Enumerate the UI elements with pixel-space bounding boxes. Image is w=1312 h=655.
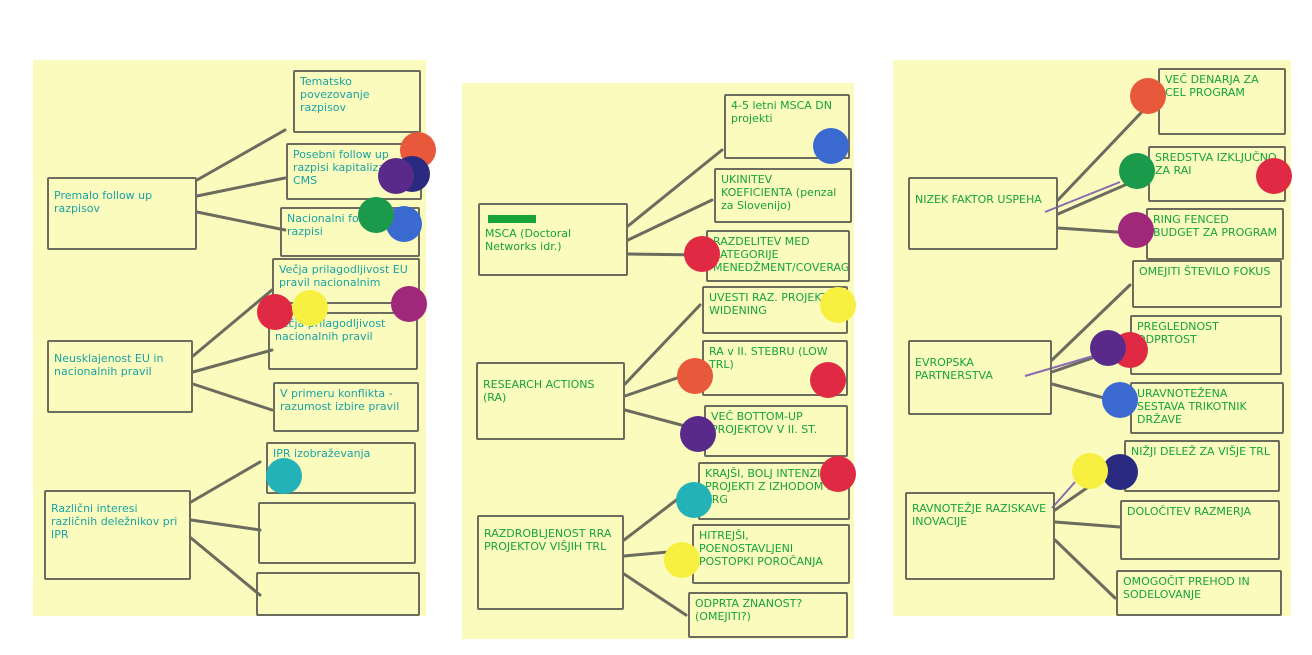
dot-sticker-yellow <box>292 290 328 326</box>
root-node-1-text: Premalo follow up razpisov <box>54 189 153 215</box>
dot-sticker-red <box>810 362 846 398</box>
sheet-1 <box>33 60 426 616</box>
leaf-node-26: DOLOČITEV RAZMERJA <box>1120 500 1280 560</box>
leaf-node-27-text: OMOGOČIT PREHOD IN SODELOVANJE <box>1123 575 1250 601</box>
leaf-node-26-text: DOLOČITEV RAZMERJA <box>1127 505 1252 518</box>
root-node-5: RESEARCH ACTIONS (RA) <box>476 362 625 440</box>
dot-sticker-teal <box>676 482 712 518</box>
leaf-node-22: OMEJITI ŠTEVILO FOKUS <box>1132 260 1282 308</box>
leaf-node-24-text: URAVNOTEŽENA SESTAVA TRIKOTNIK DRŽAVE <box>1137 387 1247 426</box>
root-node-9-text: RAVNOTEŽJE RAZISKAVE INOVACIJE <box>912 502 1047 528</box>
root-node-7: NIZEK FAKTOR USPEHA <box>908 177 1058 250</box>
leaf-node-4: Večja prilagodljivost EU pravil nacional… <box>272 258 420 304</box>
leaf-node-17-text: HITREJŠI, POENOSTAVLJENI POSTOPKI POROČA… <box>699 529 823 568</box>
leaf-node-18-text: ODPRTA ZNANOST? (OMEJITI?) <box>695 597 803 623</box>
root-node-4-text: MSCA (Doctoral Networks idr.) <box>485 227 572 253</box>
leaf-node-11-text: UKINITEV KOEFICIENTA (penzal za Slovenij… <box>721 173 837 212</box>
leaf-node-2-text: Posebni follow up razpisi kapitalizacije… <box>293 148 404 187</box>
dot-sticker-yellow <box>820 287 856 323</box>
dot-sticker-purple <box>378 158 414 194</box>
leaf-node-21: RING FENCED BUDGET ZA PROGRAM <box>1146 208 1284 260</box>
leaf-node-9 <box>256 572 420 616</box>
root-node-5-text: RESEARCH ACTIONS (RA) <box>483 378 595 404</box>
leaf-node-22-text: OMEJITI ŠTEVILO FOKUS <box>1139 265 1271 278</box>
root-node-3: Različni interesi različnih deležnikov p… <box>44 490 191 580</box>
root-node-8: EVROPSKA PARTNERSTVA <box>908 340 1052 415</box>
root-node-8-text: EVROPSKA PARTNERSTVA <box>915 356 993 382</box>
root-node-2: Neusklajenost EU in nacionalnih pravil <box>47 340 193 413</box>
leaf-node-23: PREGLEDNOST ODPRTOST <box>1130 315 1282 375</box>
leaf-node-15: VEČ BOTTOM-UP PROJEKTOV V II. ST. <box>704 405 848 457</box>
dot-sticker-magenta <box>1118 212 1154 248</box>
dot-sticker-yellow <box>1072 453 1108 489</box>
dot-sticker-red <box>684 236 720 272</box>
leaf-node-15-text: VEČ BOTTOM-UP PROJEKTOV V II. ST. <box>711 410 818 436</box>
root-node-3-text: Različni interesi različnih deležnikov p… <box>51 502 178 541</box>
dot-sticker-red <box>820 456 856 492</box>
leaf-node-25-text: NIŽJI DELEŽ ZA VIŠJE TRL <box>1131 445 1271 458</box>
dot-sticker-teal <box>266 458 302 494</box>
leaf-node-4-text: Večja prilagodljivost EU pravil nacional… <box>279 263 408 289</box>
dot-sticker-navy <box>1102 454 1138 490</box>
root-node-9: RAVNOTEŽJE RAZISKAVE INOVACIJE <box>905 492 1055 580</box>
root-node-4: MSCA (Doctoral Networks idr.) <box>478 203 628 276</box>
dot-sticker-green <box>358 197 394 233</box>
dot-sticker-magenta <box>391 286 427 322</box>
leaf-node-27: OMOGOČIT PREHOD IN SODELOVANJE <box>1116 570 1282 616</box>
leaf-node-10: 4-5 letni MSCA DN projekti <box>724 94 850 159</box>
leaf-node-24: URAVNOTEŽENA SESTAVA TRIKOTNIK DRŽAVE <box>1130 382 1284 434</box>
leaf-node-21-text: RING FENCED BUDGET ZA PROGRAM <box>1153 213 1277 239</box>
dot-sticker-red <box>1256 158 1292 194</box>
leaf-node-11: UKINITEV KOEFICIENTA (penzal za Slovenij… <box>714 168 852 223</box>
leaf-node-12-text: RAZDELITEV MED KATEGORIJE MENEDŽMENT/COV… <box>713 235 850 274</box>
dot-sticker-blue <box>1102 382 1138 418</box>
leaf-node-20-text: SREDSTVA IZKLJUČNO ZA RAI <box>1155 151 1277 177</box>
leaf-node-14-text: RA v II. STEBRU (LOW TRL) <box>709 345 828 371</box>
root-node-7-text: NIZEK FAKTOR USPEHA <box>915 193 1042 206</box>
leaf-node-18: ODPRTA ZNANOST? (OMEJITI?) <box>688 592 848 638</box>
dot-sticker-red <box>257 294 293 330</box>
leaf-node-13: UVESTI RAZ. PROJEKTE WIDENING <box>702 286 848 334</box>
dot-sticker-purple <box>680 416 716 452</box>
leaf-node-5-text: Večja prilagodljivost nacionalnih pravil <box>275 317 386 343</box>
leaf-node-17: HITREJŠI, POENOSTAVLJENI POSTOPKI POROČA… <box>692 524 850 584</box>
dot-sticker-orange <box>1130 78 1166 114</box>
leaf-node-6: V primeru konflikta - razumost izbire pr… <box>273 382 419 432</box>
dot-sticker-orange <box>677 358 713 394</box>
sheet-2 <box>462 83 854 639</box>
highlight-bar <box>488 215 536 223</box>
leaf-node-10-text: 4-5 letni MSCA DN projekti <box>731 99 832 125</box>
leaf-node-7-text: IPR izobraževanja <box>273 447 371 460</box>
leaf-node-13-text: UVESTI RAZ. PROJEKTE WIDENING <box>709 291 835 317</box>
leaf-node-23-text: PREGLEDNOST ODPRTOST <box>1137 320 1219 346</box>
leaf-node-19: VEČ DENARJA ZA CEL PROGRAM <box>1158 68 1286 135</box>
dot-sticker-green <box>1119 153 1155 189</box>
leaf-node-8 <box>258 502 416 564</box>
root-node-6-text: RAZDROBLJENOST RRA PROJEKTOV VIŠJIH TRL <box>484 527 612 553</box>
leaf-node-19-text: VEČ DENARJA ZA CEL PROGRAM <box>1165 73 1259 99</box>
root-node-2-text: Neusklajenost EU in nacionalnih pravil <box>54 352 164 378</box>
dot-sticker-purple <box>1090 330 1126 366</box>
leaf-node-1-text: Tematsko povezovanje razpisov <box>300 75 370 114</box>
dot-sticker-blue <box>813 128 849 164</box>
root-node-1: Premalo follow up razpisov <box>47 177 197 250</box>
leaf-node-1: Tematsko povezovanje razpisov <box>293 70 421 133</box>
leaf-node-25: NIŽJI DELEŽ ZA VIŠJE TRL <box>1124 440 1280 492</box>
leaf-node-12: RAZDELITEV MED KATEGORIJE MENEDŽMENT/COV… <box>706 230 850 282</box>
root-node-6: RAZDROBLJENOST RRA PROJEKTOV VIŠJIH TRL <box>477 515 624 610</box>
dot-sticker-yellow <box>664 542 700 578</box>
leaf-node-2: Posebni follow up razpisi kapitalizacije… <box>286 143 422 200</box>
leaf-node-6-text: V primeru konflikta - razumost izbire pr… <box>280 387 400 413</box>
